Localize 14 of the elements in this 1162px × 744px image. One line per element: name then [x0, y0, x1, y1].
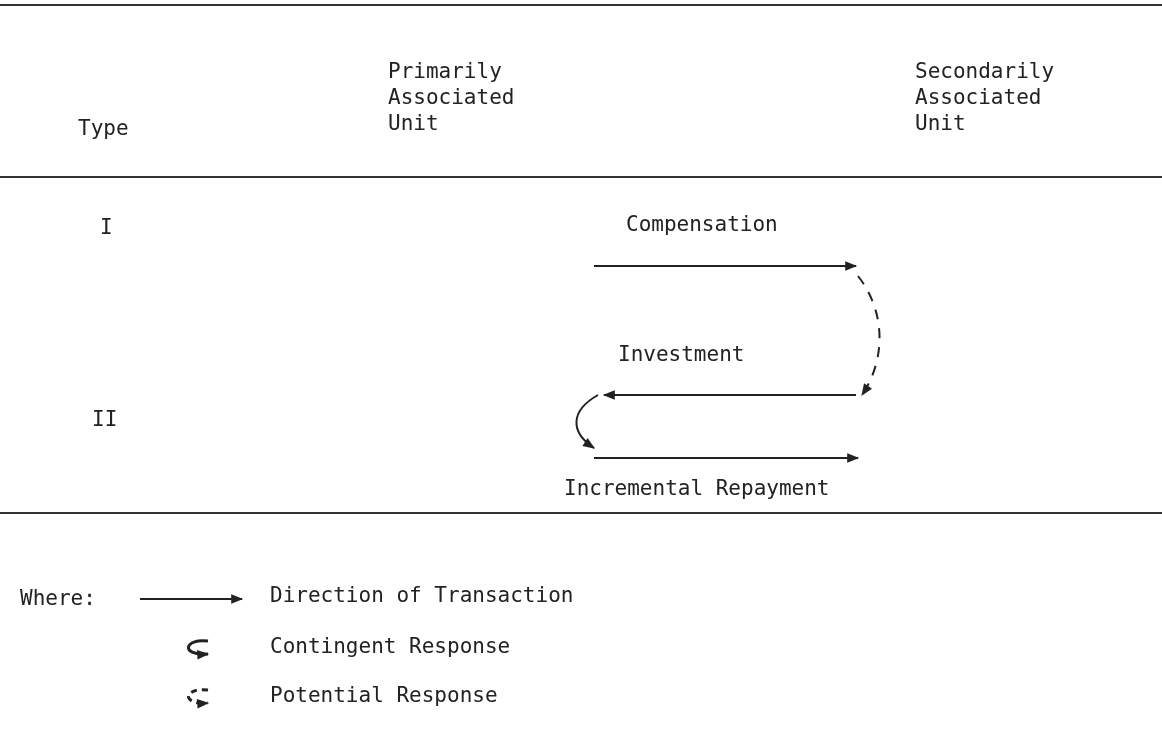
legend-text: Potential Response	[270, 683, 498, 707]
column-header: Secondarily Associated Unit	[915, 58, 1056, 136]
type-numeral: I	[100, 214, 113, 240]
column-header: Type	[78, 115, 129, 141]
legend-intro: Where:	[20, 585, 96, 611]
transaction-label: Incremental Repayment	[564, 476, 830, 500]
transaction-label: Investment	[618, 342, 745, 366]
column-header: Primarily Associated Unit	[388, 58, 516, 136]
transaction-label: Compensation	[626, 212, 778, 236]
dashed-arrow	[857, 275, 881, 397]
type-numeral: II	[92, 406, 118, 432]
curved-arrow	[575, 394, 599, 449]
legend-text: Contingent Response	[270, 634, 511, 658]
legend-text: Direction of Transaction	[270, 583, 574, 607]
